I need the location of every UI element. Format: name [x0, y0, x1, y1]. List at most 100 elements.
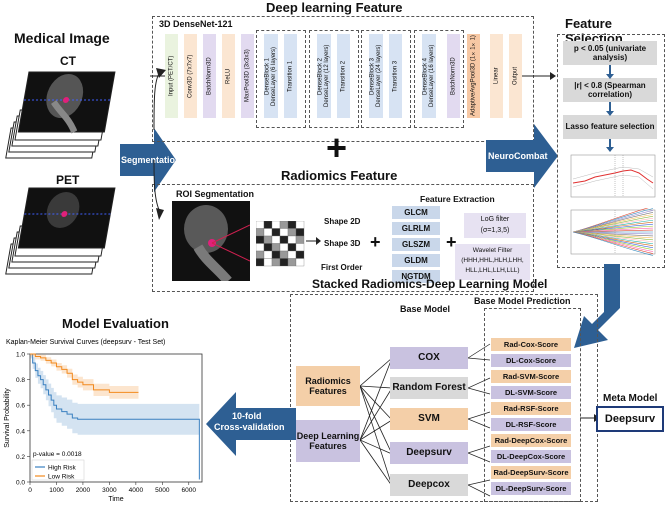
- wavelet-filter-box: Wavelet Filter (HHH,HHL,HLH,LHH, HLL,LHL…: [455, 244, 530, 280]
- texture-cell: [271, 243, 281, 252]
- ct-label: CT: [60, 54, 76, 68]
- shape-2d-label: Shape 2D: [324, 217, 361, 226]
- densenet-layer-2: Conv3D (7x7x7): [184, 34, 197, 118]
- densenet-layer-12: DenseBlock 4 DenseLayer (16 layers): [422, 34, 436, 118]
- flow-curves: [153, 68, 166, 220]
- texture-cell: [279, 235, 289, 244]
- base-model-title: Base Model: [400, 304, 451, 314]
- km-legend: [31, 459, 85, 481]
- glrlm-box: GLRLM: [392, 222, 440, 235]
- glcm-box: GLCM: [392, 206, 440, 219]
- dense-block-1-group: [256, 30, 306, 128]
- texture-cell: [295, 221, 305, 229]
- km-legend-label-2: Low Risk: [48, 474, 75, 481]
- model-cox: COX: [390, 347, 468, 369]
- wavelet-line3: HLL,LHL,LLH,LLL): [465, 267, 520, 274]
- texture-cell: [256, 221, 265, 229]
- densenet-layer-4: ReLU: [222, 34, 235, 118]
- first-order-label: First Order: [321, 263, 363, 272]
- texture-cell: [287, 243, 297, 252]
- score-4: DL-SVM-Score: [491, 386, 571, 399]
- deep-feature-title: Deep learning Feature: [266, 0, 403, 15]
- texture-cell: [279, 243, 289, 252]
- texture-cell: [263, 258, 273, 267]
- score-2: DL-Cox-Score: [491, 354, 571, 367]
- km-ytick-label: 0.6: [16, 403, 25, 410]
- dense-block-4-group: [414, 30, 464, 128]
- texture-cell: [279, 221, 289, 229]
- base-prediction-box: [484, 308, 581, 502]
- model-deepcox: Deepcox: [390, 474, 468, 496]
- score-6: DL-RSF-Score: [491, 418, 571, 431]
- texture-cell: [271, 221, 281, 229]
- roi-arrow: [306, 237, 321, 245]
- model-deepsurv: Deepsurv: [390, 442, 468, 464]
- neurocombat-arrow: [486, 124, 558, 188]
- densenet-layer-7: Transition 1: [284, 34, 297, 118]
- log-filter-box: LoG filter (σ=1,3,5): [464, 213, 526, 238]
- km-chart: Kaplan-Meier Survival Curves (deepsurv -…: [4, 339, 203, 503]
- densenet-layer-10: DenseBlock 3 DenseLayer (24 layers): [369, 34, 383, 118]
- densenet-layer-6: DenseBlock 1 DenseLayer (6 layers): [264, 34, 278, 118]
- km-ci-band-1: [30, 354, 200, 482]
- km-legend-label-1: High Risk: [48, 465, 77, 472]
- texture-cell: [271, 235, 281, 244]
- densenet-layer-9: Transition 2: [337, 34, 350, 118]
- km-ytick-label: 1.0: [16, 352, 25, 359]
- km-ytick-label: 0.2: [16, 454, 25, 461]
- roi-image: [172, 201, 250, 281]
- km-ytick-label: 0.0: [16, 480, 25, 487]
- score-5: Rad-RSF-Score: [491, 402, 571, 415]
- score-10: DL-DeepSurv-Score: [491, 482, 571, 495]
- stacked-model-box: [290, 294, 598, 502]
- base-prediction-title: Base Model Prediction: [474, 296, 571, 306]
- cross-validation-arrow: [206, 392, 296, 456]
- texture-cell: [271, 228, 281, 237]
- km-series-1: [30, 353, 200, 480]
- radiomics-feature-title: Radiomics Feature: [281, 168, 398, 183]
- ct-image-stack: [5, 71, 116, 159]
- km-ytick-label: 0.4: [16, 428, 25, 435]
- densenet-layer-5: MaxPool3D (3x3x3): [241, 34, 254, 118]
- roi-title: ROI Segmentation: [176, 189, 255, 199]
- score-8: DL-DeepCox-Score: [491, 450, 571, 463]
- km-xtick-label: 0: [28, 487, 32, 494]
- selection-step-1: p < 0.05 (univariate analysis): [563, 41, 657, 65]
- deep-features-box: Deep Learning Features: [296, 420, 360, 462]
- texture-cell: [256, 243, 265, 252]
- km-ytick-label: 0.8: [16, 377, 25, 384]
- texture-cell: [256, 235, 265, 244]
- texture-cell: [287, 235, 297, 244]
- texture-cell: [256, 258, 265, 267]
- model-random-forest: Random Forest: [390, 377, 468, 399]
- plus-small-2: +: [446, 232, 457, 252]
- feature-extraction-title: Feature Extraction: [420, 194, 495, 204]
- texture-cell: [287, 228, 297, 237]
- gldm-box: GLDM: [392, 254, 440, 267]
- densenet-layer-11: Transition 3: [389, 34, 402, 118]
- texture-cell: [263, 228, 273, 237]
- score-3: Rad-SVM-Score: [491, 370, 571, 383]
- texture-cell: [271, 258, 281, 267]
- texture-cell: [263, 235, 273, 244]
- shape-3d-label: Shape 3D: [324, 239, 361, 248]
- selection-step-3: Lasso feature selection: [563, 115, 657, 139]
- texture-cell: [287, 250, 297, 259]
- score-1: Rad-Cox-Score: [491, 338, 571, 351]
- cv-line1: 10-fold: [232, 411, 262, 421]
- model-prediction-connectors: [468, 343, 491, 497]
- texture-grid: [256, 221, 305, 267]
- texture-cell: [287, 221, 297, 229]
- ngtdm-box: NGTDM: [392, 270, 440, 283]
- meta-model-deepsurv: Deepsurv: [596, 406, 664, 432]
- lasso-path-plot: [570, 208, 656, 256]
- texture-cell: [263, 221, 273, 229]
- texture-cell: [295, 235, 305, 244]
- km-xtick-label: 6000: [182, 487, 197, 494]
- selection-arrows: [606, 65, 614, 152]
- km-xtick-label: 2000: [76, 487, 91, 494]
- radiomics-features-label: Radiomics Features: [305, 375, 351, 396]
- densenet-title: 3D DenseNet-121: [159, 19, 233, 29]
- km-xtick-label: 4000: [129, 487, 144, 494]
- selection-step-2: |r| < 0.8 (Spearman correlation): [563, 78, 657, 102]
